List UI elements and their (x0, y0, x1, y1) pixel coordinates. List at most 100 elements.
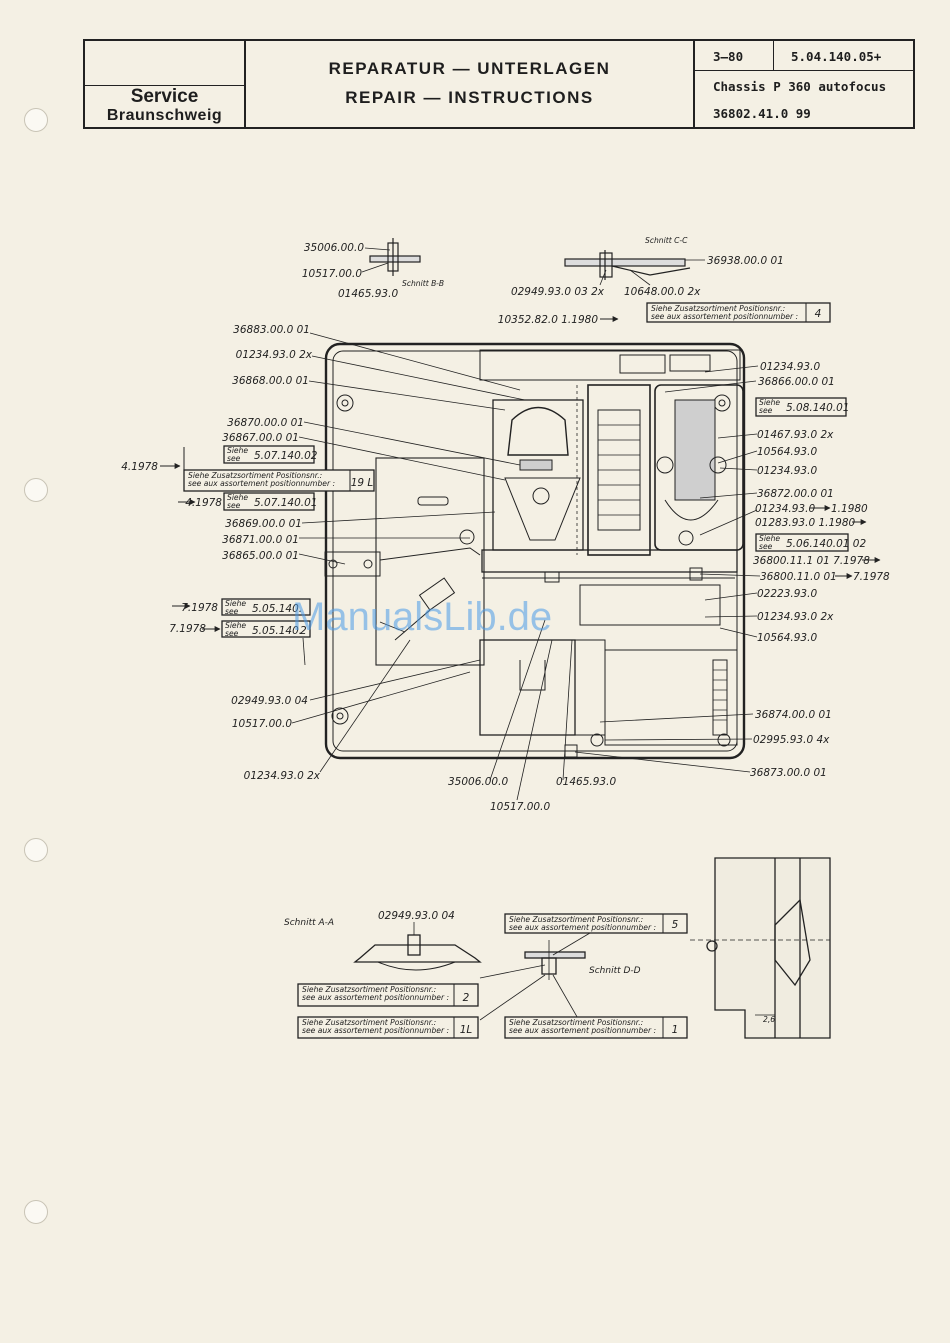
assortment-box-num-4: 1L (460, 1024, 473, 1036)
see-box-ref-0: 5.08.140.01 (786, 402, 849, 414)
part-label-left-6: 36870.00.0 01 (227, 417, 304, 429)
section-dd-detail (479, 929, 596, 1023)
part-label-right-15: 36874.00.0 01 (755, 709, 832, 721)
title-cell: REPARATUR — UNTERLAGEN REPAIR — INSTRUCT… (246, 41, 695, 127)
part-label-right-8: 01283.93.0 1.1980 (755, 517, 856, 529)
part-label-top-3: 10352.82.0 1.1980 (498, 314, 599, 326)
service-label: Service (130, 86, 199, 107)
location-label: Braunschweig (106, 107, 223, 124)
see-box-siehe-4: Siehe (225, 599, 246, 608)
assortment-box-5 (504, 1016, 688, 1039)
part-label-bottom-0: 35006.00.0 (448, 776, 508, 788)
see-box-mark-6: 2 (300, 625, 307, 637)
part-label-left-0: 35006.00.0 (304, 242, 364, 254)
watermark: ManualsLib.de (292, 595, 552, 639)
assortment-box-de-2: Siehe Zusatzsortiment Positionsnr.: (509, 915, 643, 924)
assortment-box-fr-1: see aux assortement positionnumber : (188, 479, 335, 488)
assortment-box-0 (646, 302, 831, 323)
part-label-right-6: 01234.93.0 (755, 503, 815, 515)
part-label-right-1: 36866.00.0 01 (758, 376, 835, 388)
chassis-name: Chassis P 360 autofocus (713, 79, 887, 94)
part-label-left-15: 02949.93.0 04 (231, 695, 308, 707)
part-label-left-5: 36868.00.0 01 (232, 375, 309, 387)
see-box-3 (755, 533, 849, 552)
see-box-5 (221, 620, 311, 638)
part-label-right-0: 01234.93.0 (760, 361, 820, 373)
dimension-label: 2,6 (763, 1015, 775, 1024)
assortment-box-de-0: Siehe Zusatzsortiment Positionsnr.: (651, 304, 785, 313)
see-box-see-1: see (227, 454, 241, 463)
see-box-0 (755, 397, 847, 417)
section-bb-caption: Schnitt B-B (402, 279, 444, 288)
assortment-box-fr-2: see aux assortement positionnumber : (509, 923, 656, 932)
title-block: Service Braunschweig REPARATUR — UNTERLA… (83, 39, 915, 129)
part-label-right-17: 36873.00.0 01 (750, 767, 827, 779)
part-label-top-2: 10648.00.0 2x (624, 286, 701, 298)
see-box-siehe-1: Siehe (227, 446, 248, 455)
part-label-bottom-3: 02949.93.0 04 (378, 910, 455, 922)
part-label-right-3: 10564.93.0 (757, 446, 817, 458)
part-label-right-9: 36800.11.1 01 7.1978 (753, 555, 870, 567)
leader-lines (291, 247, 761, 801)
assortment-box-1 (183, 469, 375, 492)
assortment-box-de-3: Siehe Zusatzsortiment Positionsnr.: (302, 985, 436, 994)
assortment-box-de-1: Siehe Zusatzsortiment Positionsnr.: (188, 471, 322, 480)
part-label-top-0: 36938.00.0 01 (707, 255, 784, 267)
part-label-left-7: 36867.00.0 01 (222, 432, 299, 444)
part-label-right-14: 10564.93.0 (757, 632, 817, 644)
part-label-left-10: 36869.00.0 01 (225, 518, 302, 530)
punch-hole-1 (24, 108, 48, 132)
document-code: 5.04.140.05+ (791, 49, 882, 64)
see-box-see-5: see (225, 629, 239, 638)
part-label-left-16: 10517.00.0 (232, 718, 292, 730)
part-label-left-2: 01465.93.0 (338, 288, 398, 300)
issue-date: 3–80 (713, 49, 744, 64)
part-label-left-3: 36883.00.0 01 (233, 324, 310, 336)
see-box-ref-1: 5.07.140.02 (254, 450, 318, 462)
see-box-ref-2: 5.07.140.01 (254, 497, 317, 509)
assortment-box-4 (297, 1016, 479, 1039)
part-label-right-11: 7.1978 (853, 571, 890, 583)
assortment-box-fr-5: see aux assortement positionnumber : (509, 1026, 656, 1035)
part-label-right-5: 36872.00.0 01 (757, 488, 834, 500)
see-box-siehe-5: Siehe (225, 621, 246, 630)
see-box-ref-5: 5.05.140. (252, 625, 302, 637)
part-label-top-1: 02949.93.0 03 2x (511, 286, 605, 298)
part-label-bottom-2: 10517.00.0 (490, 801, 550, 813)
title-english: REPAIR — INSTRUCTIONS (345, 88, 594, 107)
assortment-box-num-5: 1 (672, 1024, 679, 1036)
see-box-4 (221, 598, 311, 616)
see-box-1 (223, 445, 315, 464)
assortment-box-fr-0: see aux assortement positionnumber : (651, 312, 798, 321)
part-label-right-4: 01234.93.0 (757, 465, 817, 477)
part-label-right-7: 1.1980 (831, 503, 868, 515)
assortment-box-fr-4: see aux assortement positionnumber : (302, 1026, 449, 1035)
see-box-siehe-3: Siehe (759, 534, 780, 543)
section-cc-detail (564, 250, 691, 280)
part-label-left-1: 10517.00.0 (302, 268, 362, 280)
see-box-see-3: see (759, 542, 773, 551)
see-box-see-2: see (227, 501, 241, 510)
assortment-box-num-2: 5 (672, 919, 679, 931)
service-cell: Service Braunschweig (85, 41, 246, 127)
section-aa-detail (353, 922, 482, 971)
punch-hole-3 (24, 838, 48, 862)
see-box-see-4: see (225, 607, 239, 616)
document-info-cell: 3–80 5.04.140.05+ Chassis P 360 autofocu… (695, 41, 913, 127)
see-box-2 (223, 492, 315, 511)
part-label-left-11: 36871.00.0 01 (222, 534, 299, 546)
section-dd-caption: Schnitt D-D (589, 966, 641, 976)
section-aa-caption: Schnitt A-A (284, 918, 334, 928)
punch-hole-2 (24, 478, 48, 502)
part-label-right-12: 02223.93.0 (757, 588, 817, 600)
part-label-left-9: 4.1978 (185, 497, 222, 509)
assortment-box-3 (297, 983, 479, 1007)
chassis-body (324, 342, 746, 760)
chassis-part-number: 36802.41.0 99 (713, 106, 811, 121)
part-label-right-10: 36800.11.0 01 (760, 571, 837, 583)
assortment-box-num-1: 19 L (351, 477, 374, 489)
assortment-box-num-3: 2 (463, 992, 470, 1004)
assortment-box-de-4: Siehe Zusatzsortiment Positionsnr.: (302, 1018, 436, 1027)
assortment-box-2 (504, 913, 688, 934)
